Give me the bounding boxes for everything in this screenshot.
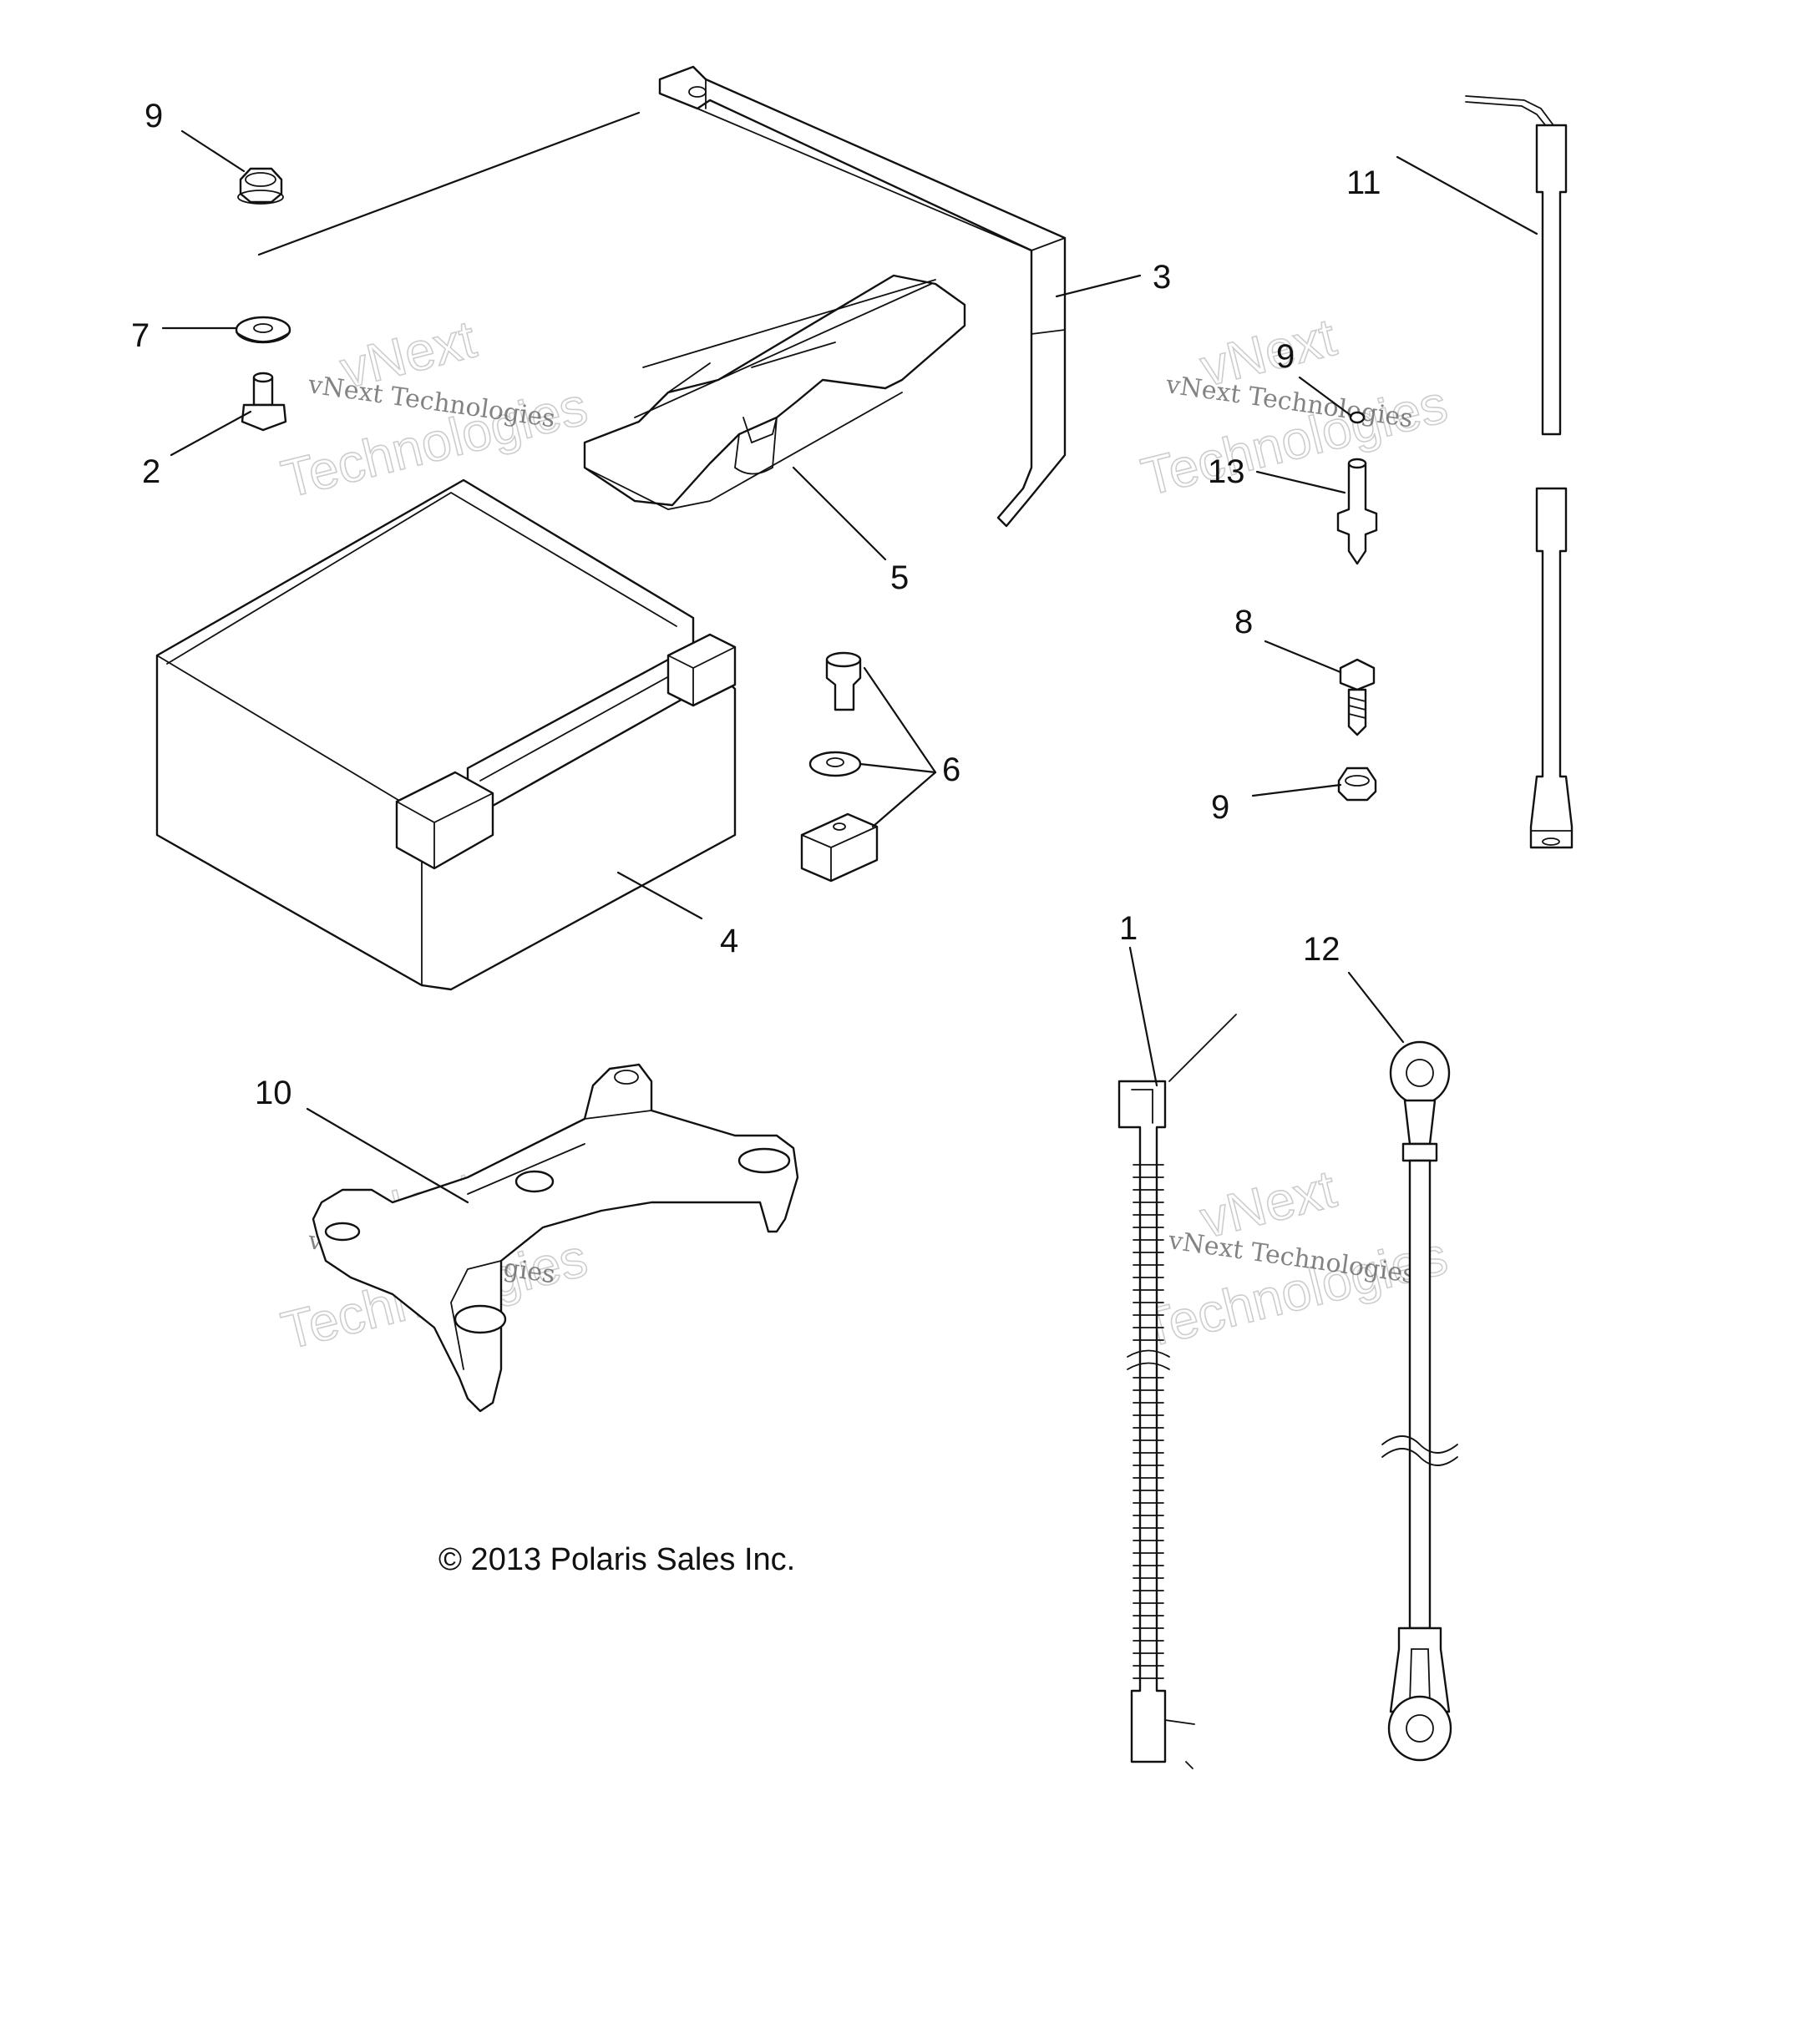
leader-line-11 <box>1396 155 1538 235</box>
part-5-battery-pad <box>583 274 966 510</box>
callout-10: 10 <box>255 1075 292 1111</box>
leader-line-12 <box>1347 971 1405 1044</box>
part-8-flange-bolt <box>1339 658 1376 736</box>
leader-line-5 <box>792 466 887 561</box>
part-4-battery <box>155 478 737 991</box>
callout-13: 13 <box>1208 453 1245 490</box>
part-10-battery-tray-bracket <box>312 1063 799 1413</box>
callout-7: 7 <box>131 317 150 354</box>
callout-12: 12 <box>1303 931 1340 968</box>
leader-line-3-extension <box>257 111 641 256</box>
callout-2: 2 <box>142 453 160 490</box>
part-7-washer <box>235 316 291 344</box>
part-2-bolt <box>241 372 287 432</box>
part-9-flange-nut <box>237 167 284 205</box>
callout-11: 11 <box>1346 164 1381 201</box>
part-12-ground-cable <box>1381 1040 1458 1762</box>
leader-line-3 <box>1055 274 1142 298</box>
copyright-notice: © 2013 Polaris Sales Inc. <box>438 1542 795 1577</box>
leader-line-8 <box>1264 640 1342 674</box>
part-9-lower-nut <box>1337 766 1377 802</box>
part-13-stud <box>1336 458 1378 565</box>
callout-labels: 9 7 2 3 5 6 4 11 9 13 8 9 10 1 12 <box>131 98 1381 1111</box>
callout-8: 8 <box>1234 604 1253 640</box>
leader-line-1 <box>1128 946 1158 1087</box>
leader-line-6b <box>859 762 937 774</box>
callout-1: 1 <box>1119 910 1138 947</box>
part-9-small-nut <box>1349 411 1366 424</box>
leader-line-9b <box>1298 376 1353 417</box>
part-1-wrapped-cable <box>1117 1014 1237 1769</box>
leader-line-2 <box>170 410 252 457</box>
callout-3: 3 <box>1153 259 1171 296</box>
leader-line-10 <box>306 1107 469 1204</box>
callout-4: 4 <box>720 923 738 959</box>
part-11-battery-cable <box>1465 95 1574 849</box>
leader-line-13 <box>1255 470 1346 494</box>
leader-line-9c <box>1251 783 1342 797</box>
leader-lines <box>161 111 1538 1204</box>
callout-9b: 9 <box>1276 338 1295 375</box>
callout-5: 5 <box>890 559 909 596</box>
leader-line-4 <box>616 871 703 920</box>
part-3-battery-bracket <box>658 65 1067 528</box>
leader-line-6a <box>863 666 937 774</box>
leader-line-6c <box>871 771 937 828</box>
callout-6: 6 <box>942 751 960 788</box>
leader-line-9a <box>180 129 246 173</box>
callout-9a: 9 <box>144 98 163 134</box>
part-6-hardware-set <box>800 651 879 883</box>
callout-9c: 9 <box>1211 789 1229 826</box>
